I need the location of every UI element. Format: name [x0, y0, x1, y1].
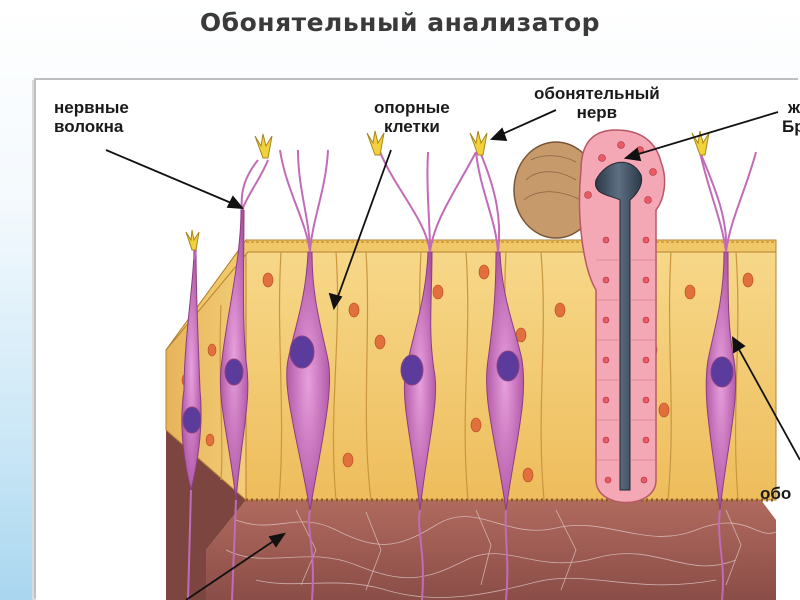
label-olfactory-nerve-line1: обонятельный: [534, 84, 660, 103]
olfactory-epithelium-illustration: [105, 109, 800, 600]
nerve-fibers-axons: [187, 489, 724, 600]
label-bowman-gland-line2: Бр: [782, 117, 800, 136]
bowman-gland: [513, 129, 666, 504]
receptor-dendrites: [193, 149, 757, 261]
label-nerve-fibers-line1: нервные: [54, 98, 129, 117]
olfactory-epithelium-figure: нервные волокна опорные клетки обонятель…: [36, 80, 800, 600]
label-bowman-gland: ж Бр: [782, 98, 800, 136]
label-nerve-fibers-line2: волокна: [54, 117, 124, 136]
pointer-arrows: [105, 109, 800, 600]
label-olfactory-cells: обо: [760, 484, 791, 503]
label-nerve-fibers: нервные волокна: [54, 98, 129, 136]
olfactory-receptor-cells: [181, 209, 737, 511]
epithelium-top-surface: [165, 239, 777, 351]
label-olfactory-cells-line1: обо: [760, 484, 792, 503]
label-support-cells-line1: опорные: [374, 98, 450, 117]
slide-title: Обонятельный анализатор: [199, 8, 601, 37]
connective-tissue: [166, 430, 777, 600]
label-support-cells: опорные клетки: [374, 98, 450, 136]
label-olfactory-nerve: обонятельный нерв: [534, 84, 660, 122]
cilia-tufts: [185, 130, 710, 251]
label-support-cells-line2: клетки: [384, 117, 440, 136]
label-bowman-gland-line1: ж: [788, 98, 800, 117]
label-olfactory-nerve-line2: нерв: [576, 103, 618, 122]
